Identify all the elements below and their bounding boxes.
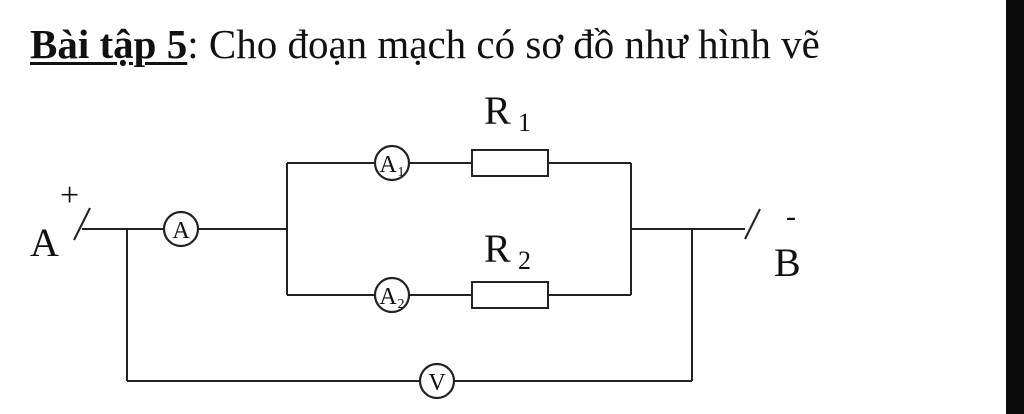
terminal-a-sign: + <box>60 177 79 214</box>
voltmeter-label: V <box>428 370 446 396</box>
resistor-r2-label: R <box>484 226 511 271</box>
ammeter-2-label: A <box>379 284 397 310</box>
exercise-prompt: : Cho đoạn mạch có sơ đồ như hình vẽ <box>187 21 820 67</box>
terminal-a-label: A <box>30 220 59 265</box>
main-ammeter-label: A <box>172 218 190 244</box>
terminal-b-label: B <box>774 240 801 285</box>
ammeter-2-subscript: 2 <box>398 297 405 312</box>
terminal-b-sign: - <box>786 200 796 233</box>
exercise-title: Bài tập 5: Cho đoạn mạch có sơ đồ như hì… <box>30 24 820 65</box>
ammeter-1-subscript: 1 <box>398 165 405 180</box>
resistor-r2 <box>471 281 549 309</box>
resistor-r1-subscript: 1 <box>518 108 531 137</box>
exercise-label: Bài tập 5 <box>30 21 188 67</box>
resistor-r2-subscript: 2 <box>518 246 531 275</box>
right-edge-bar <box>1006 0 1024 414</box>
terminal-a-switch <box>73 207 91 241</box>
resistor-r1-label: R <box>484 88 511 133</box>
resistor-r1 <box>471 149 549 177</box>
terminal-b-switch <box>744 208 761 240</box>
ammeter-1-label: A <box>379 152 397 178</box>
